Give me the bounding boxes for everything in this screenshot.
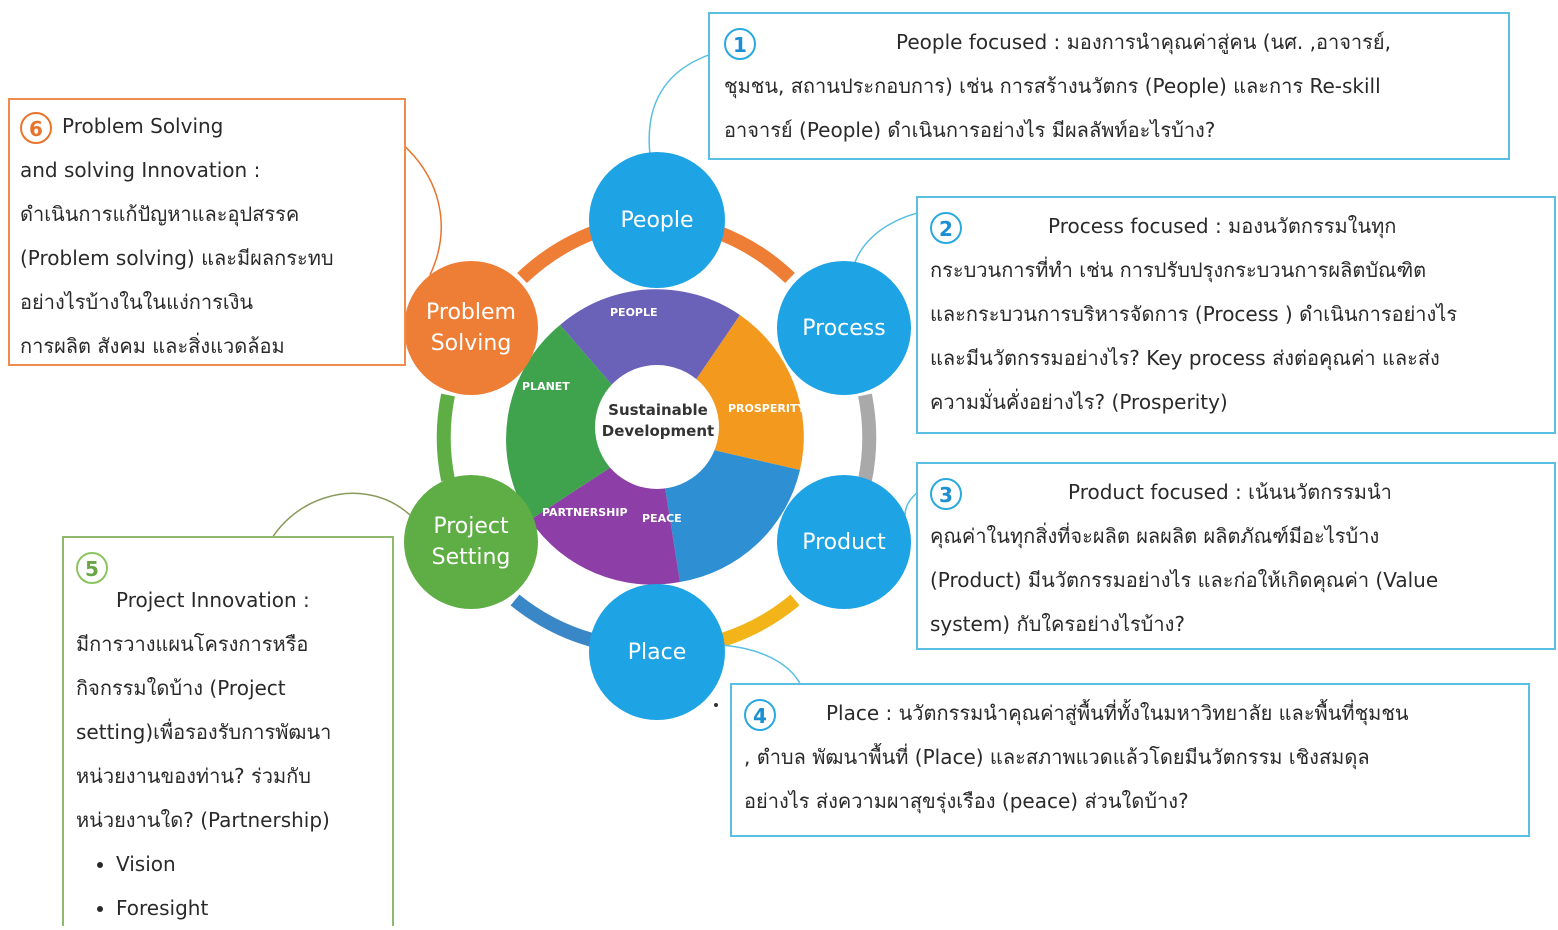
callout-project-innovation: 5 Project Innovation : มีการวางแผนโครงกา…	[62, 536, 394, 926]
number-badge-1: 1	[724, 27, 756, 60]
sdg-wheel	[506, 289, 805, 585]
bullet-item: Vision	[116, 842, 380, 886]
number-badge-5: 5	[76, 551, 108, 584]
center-title: Sustainable Development	[601, 401, 715, 440]
stray-dot	[714, 703, 718, 707]
ring-arc-product-place	[719, 594, 800, 647]
project-bullets: Vision Foresight	[76, 842, 380, 930]
wheel-segment-people	[560, 289, 740, 437]
ring-arc-people-process	[714, 225, 795, 284]
ring-arc-place-project	[510, 594, 594, 647]
node-process: Process	[777, 261, 911, 395]
bullet-item: Foresight	[116, 886, 380, 930]
wheel-label-peace: PEACE	[642, 512, 682, 525]
number-badge-3: 3	[930, 477, 962, 510]
number-badge-4: 4	[744, 698, 776, 731]
wheel-label-prosperity: PROSPERITY	[728, 402, 806, 415]
ring-arc-problem-people	[517, 225, 598, 284]
ring-arc-project-problem	[436, 393, 455, 482]
wheel-label-partnership: PARTNERSHIP	[542, 506, 628, 519]
wheel-segment-planet	[506, 325, 657, 520]
ring-arc-process-product	[858, 393, 877, 482]
wheel-label-people: PEOPLE	[610, 306, 658, 319]
node-product: Product	[777, 475, 911, 609]
number-badge-6: 6	[20, 111, 52, 144]
number-badge-2: 2	[930, 211, 962, 244]
outer-ring	[436, 225, 877, 647]
node-people: People	[589, 152, 725, 288]
wheel-label-planet: PLANET	[522, 380, 570, 393]
node-place: Place	[589, 584, 725, 720]
